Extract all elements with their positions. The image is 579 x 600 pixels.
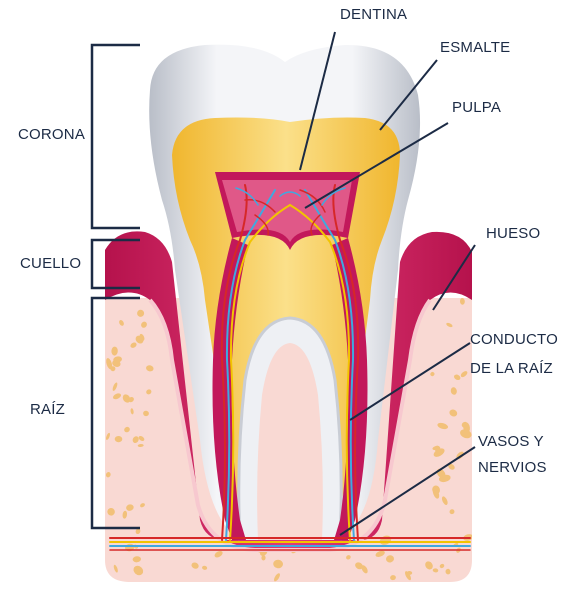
bone-cell xyxy=(137,309,145,317)
bone-cell xyxy=(445,568,451,575)
leader-vasos xyxy=(339,446,476,536)
leader-lines xyxy=(299,31,476,536)
bone-cell xyxy=(146,365,154,372)
leader-conducto xyxy=(349,342,471,421)
root-canal-left xyxy=(212,238,248,540)
bracket-corona xyxy=(90,43,140,230)
bone-cell xyxy=(430,372,435,377)
bone-cell xyxy=(273,559,283,569)
bone-cell xyxy=(111,346,118,356)
label-vasos-line2: NERVIOS xyxy=(478,459,547,476)
bone-cell xyxy=(432,568,439,573)
root-canal-right xyxy=(332,238,368,540)
bone-cell xyxy=(138,435,145,442)
bone-cell xyxy=(130,342,137,348)
bone-cell xyxy=(146,389,152,395)
bone-cell xyxy=(105,472,111,478)
vessels-and-nerves xyxy=(109,184,471,551)
bone-cell xyxy=(406,570,413,575)
bone-cell xyxy=(137,443,144,448)
bone-cell xyxy=(405,571,411,581)
bone-cell xyxy=(132,556,141,563)
bone-cell xyxy=(114,435,123,443)
bone-cell xyxy=(143,410,149,417)
bone-cell xyxy=(106,358,113,370)
label-conducto-line2: DE LA RAÍZ xyxy=(470,360,553,377)
bone-cell xyxy=(139,333,145,341)
bone-cell xyxy=(119,320,124,326)
bone-cell xyxy=(124,426,130,433)
bone-cell xyxy=(460,371,468,378)
bone-cell xyxy=(112,382,118,391)
bone-cell xyxy=(446,322,453,328)
bone-cell xyxy=(453,374,461,381)
leader-esmalte xyxy=(379,59,438,131)
bone-cell xyxy=(214,550,223,558)
bone-cell xyxy=(202,565,208,570)
bone-cell xyxy=(438,474,451,483)
label-hueso: HUESO xyxy=(486,225,541,242)
bone-cell xyxy=(355,562,363,570)
bone-cell xyxy=(113,356,122,363)
bone-cell xyxy=(135,528,141,535)
bracket-cuello xyxy=(90,238,140,290)
bone-cell xyxy=(449,509,455,515)
leader-hueso xyxy=(432,244,476,311)
bone-cell xyxy=(133,565,144,576)
bone-cell xyxy=(375,550,385,557)
bone-cell xyxy=(274,573,280,582)
bone-cell xyxy=(106,432,110,440)
bone-cell xyxy=(122,510,128,519)
label-conducto-line1: CONDUCTO xyxy=(470,331,558,348)
label-dentina: DENTINA xyxy=(340,6,408,23)
bone-cell xyxy=(425,561,433,570)
bone-cell xyxy=(448,463,455,470)
bone-cell xyxy=(390,575,396,581)
bone-cell xyxy=(449,409,458,417)
label-esmalte: ESMALTE xyxy=(440,39,511,56)
bone-cell xyxy=(437,422,449,430)
leader-dentina xyxy=(299,31,336,171)
leader-pulpa xyxy=(304,122,449,209)
bone-cell xyxy=(459,298,465,305)
bone-cell xyxy=(140,503,145,508)
label-pulpa: PULPA xyxy=(452,99,502,116)
bone-cell xyxy=(191,562,199,569)
bone-cell xyxy=(441,496,448,505)
bone-cell xyxy=(132,436,139,443)
label-vasos-line1: VASOS Y xyxy=(478,433,544,450)
bone-cell xyxy=(112,393,122,400)
bone-cell xyxy=(141,321,147,328)
bone-cell xyxy=(130,408,134,415)
label-cuello: CUELLO xyxy=(20,255,82,272)
bracket-raiz xyxy=(90,296,140,530)
bone-cell xyxy=(126,504,134,511)
bone-cell xyxy=(261,555,266,561)
bone-cell xyxy=(346,555,351,560)
bone-cell xyxy=(450,387,457,395)
bone-cell xyxy=(122,394,131,403)
root-inner-bone xyxy=(257,343,323,540)
bone-cell xyxy=(107,508,115,516)
bone-cell xyxy=(361,565,368,574)
bone-cell xyxy=(432,488,440,499)
label-corona: CORONA xyxy=(18,126,86,143)
pulp-chamber-inner xyxy=(222,180,352,242)
region-brackets xyxy=(90,43,140,530)
bone-cell xyxy=(434,445,441,452)
label-raiz: RAÍZ xyxy=(30,401,65,418)
bone-cell xyxy=(386,555,394,563)
bone-cell xyxy=(113,564,118,573)
bone-cell xyxy=(460,429,472,439)
bone-cell xyxy=(439,563,445,569)
